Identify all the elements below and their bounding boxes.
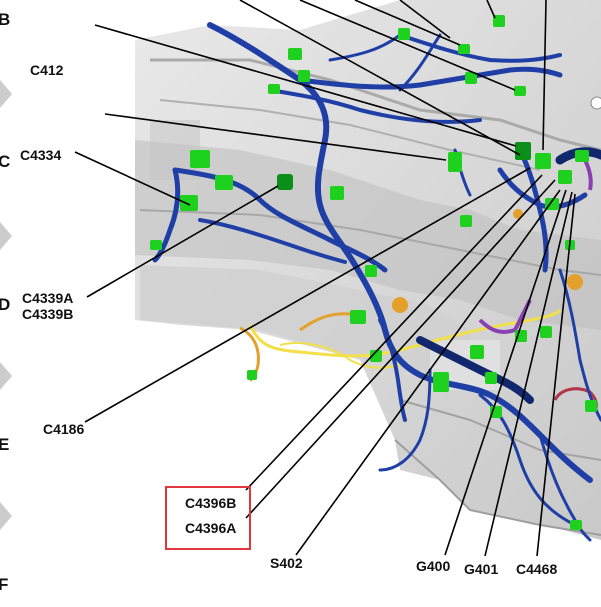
zone-letter-d: D	[0, 295, 11, 314]
zone-letter-e: E	[0, 435, 10, 454]
zone-letter-c: C	[0, 152, 11, 171]
label-s402: S402	[270, 555, 303, 571]
label-c4339a: C4339A	[22, 290, 74, 306]
label-c4396b: C4396B	[185, 495, 237, 511]
label-c4468: C4468	[516, 561, 558, 577]
label-g400: G400	[416, 558, 451, 574]
label-c4396a: C4396A	[185, 520, 237, 536]
zone-letter-f: F	[0, 575, 9, 594]
zone-markers	[0, 80, 12, 530]
label-c4339b: C4339B	[22, 306, 74, 322]
label-g401: G401	[464, 561, 499, 577]
label-c412: C412	[30, 62, 64, 78]
callout-leader-lines	[74, 0, 576, 557]
zone-letter-b: B	[0, 10, 11, 29]
highlight-box	[165, 486, 251, 550]
main-wiring-harness	[152, 22, 601, 542]
label-c4186: C4186	[43, 421, 85, 437]
connectors	[150, 15, 601, 530]
label-c4334: C4334	[20, 147, 62, 163]
